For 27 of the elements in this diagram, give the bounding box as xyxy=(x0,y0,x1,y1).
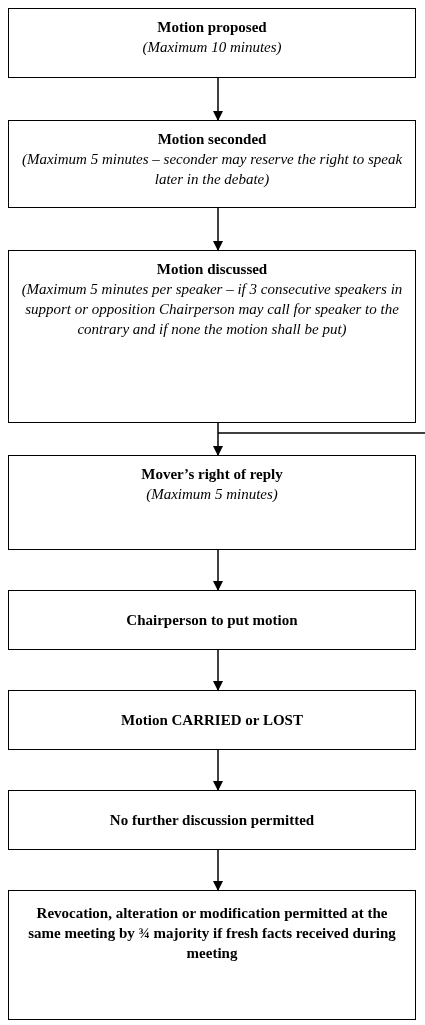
box-heading: Motion CARRIED or LOST xyxy=(121,711,303,730)
arrow xyxy=(213,849,223,891)
arrow xyxy=(213,649,223,691)
box-note: (Maximum 10 minutes) xyxy=(142,38,282,57)
process-box xyxy=(8,790,416,850)
box-note: (Maximum 5 minutes) xyxy=(146,485,278,504)
box-heading: No further discussion permitted xyxy=(109,811,315,830)
arrow xyxy=(213,207,223,251)
box-heading: Chairperson to put motion xyxy=(126,611,298,630)
box-heading: Revocation, alteration or modification permitted at the same meeting by ¾ majority if fresh facts received during meeting xyxy=(27,904,397,963)
process-box xyxy=(8,455,416,550)
arrow xyxy=(213,77,223,121)
process-box xyxy=(8,890,416,1020)
box-heading: Motion discussed xyxy=(156,260,268,279)
process-box xyxy=(8,690,416,750)
box-heading: Mover’s right of reply xyxy=(141,465,283,484)
process-box xyxy=(8,8,416,78)
box-heading: Motion seconded xyxy=(157,130,267,149)
process-box xyxy=(8,590,416,650)
box-heading: Motion proposed xyxy=(157,18,267,37)
arrow xyxy=(213,749,223,791)
box-note: (Maximum 5 minutes – seconder may reserve the right to speak later in the debate) xyxy=(21,150,403,189)
arrow xyxy=(213,549,223,591)
box-note: (Maximum 5 minutes per speaker – if 3 consecutive speakers in support or opposition Chairperson may call for speaker to the contrary and if none the motion shall be put) xyxy=(21,280,403,339)
arrow xyxy=(213,422,223,456)
process-box xyxy=(8,250,416,423)
process-box xyxy=(8,120,416,208)
